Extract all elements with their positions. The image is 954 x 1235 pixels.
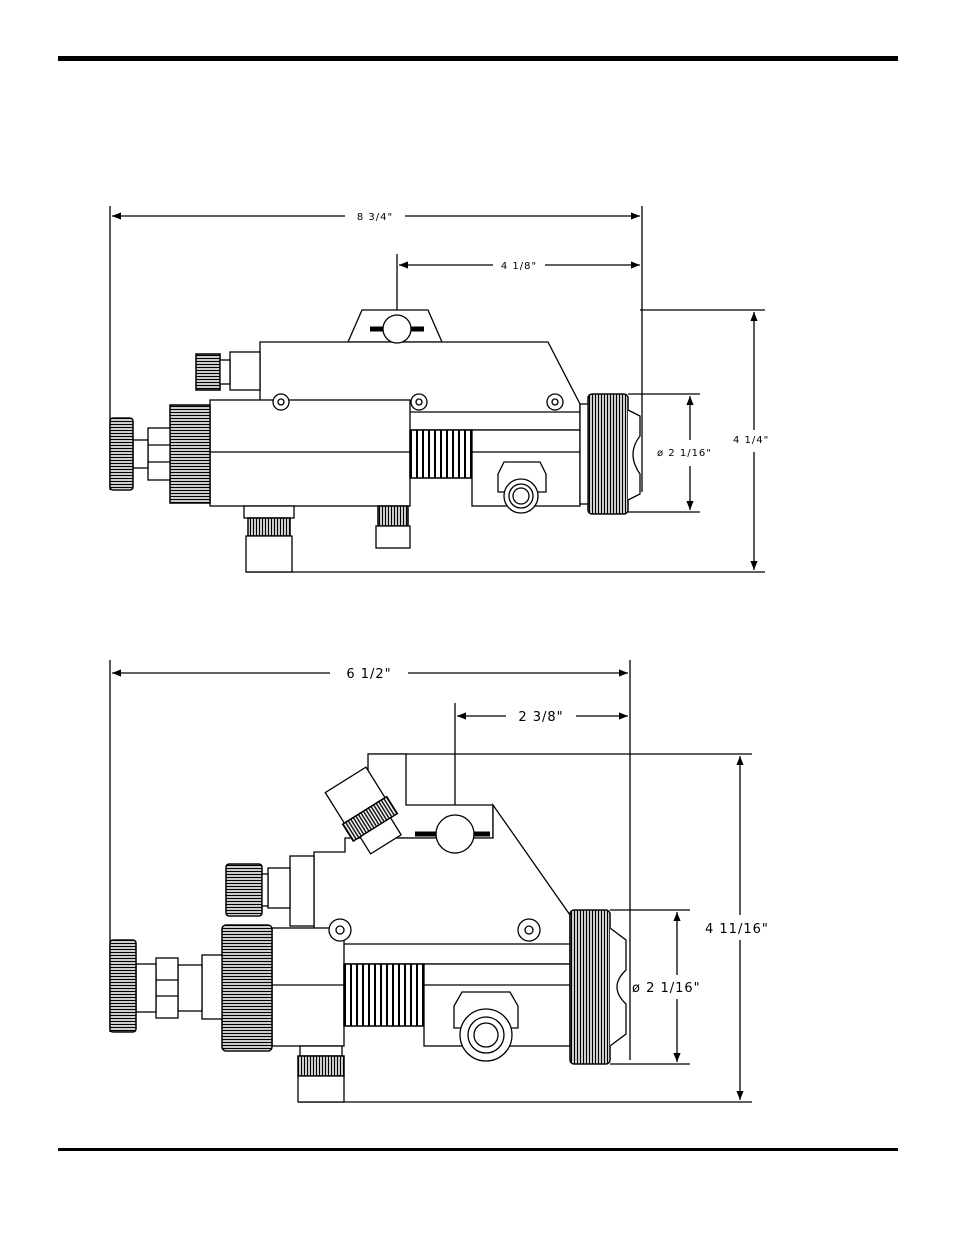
- view-2: 6 1/2" 2 3/8" ø 2 1/16" 4 11/16": [110, 660, 769, 1102]
- dim-label-diameter-1: ø 2 1/16": [657, 448, 712, 459]
- dim-label-overall-length-2: 6 1/2": [346, 667, 391, 682]
- spray-gun-side-view-2: [110, 754, 626, 1102]
- dim-label-handle-offset-2: 2 3/8": [518, 710, 563, 725]
- view-1: 8 3/4" 4 1/8" ø 2 1/16" 4 1/4": [110, 206, 769, 572]
- dim-label-overall-length-1: 8 3/4": [357, 212, 393, 223]
- dim-label-handle-offset-1: 4 1/8": [501, 261, 537, 272]
- dim-label-height-1: 4 1/4": [733, 435, 769, 446]
- dim-label-height-2: 4 11/16": [705, 922, 769, 937]
- spray-gun-side-view-1: [110, 310, 640, 572]
- dim-label-diameter-2: ø 2 1/16": [632, 981, 701, 996]
